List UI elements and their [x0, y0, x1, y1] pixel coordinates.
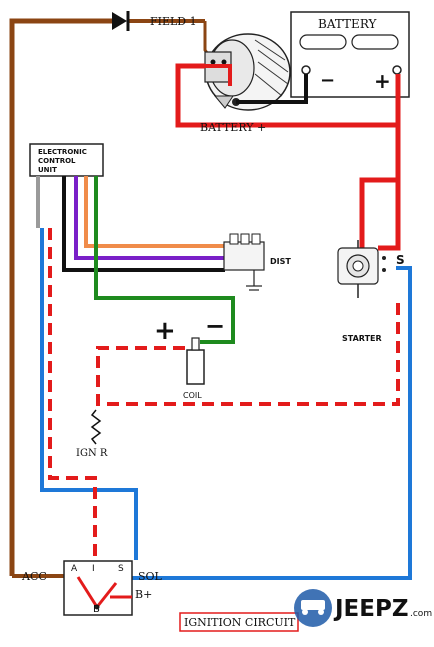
coil-minus-label: − [205, 312, 225, 340]
acc-label: ACC [21, 570, 47, 583]
battery-neg-terminal [301, 65, 311, 75]
ecu-green-wire [94, 176, 235, 344]
diode-icon [112, 11, 130, 31]
battery-to-starter-wire-2 [378, 180, 401, 251]
starter-solenoid-icon [337, 240, 386, 298]
battery-pos-terminal [392, 65, 402, 75]
sol-label: SOL [138, 570, 163, 583]
battery-pos-label: + [374, 69, 391, 93]
ign-r-label: IGN R [76, 448, 108, 459]
battery-to-starter-wire [359, 74, 401, 248]
switch-b-label: B [93, 604, 100, 615]
battery-label: BATTERY [318, 17, 377, 31]
alternator-output-wire-2 [178, 64, 232, 86]
coil-icon [186, 337, 205, 385]
battery-cap-left [299, 34, 347, 50]
battery-plus-label: BATTERY + [200, 121, 266, 134]
ecu-purple-wire [74, 176, 225, 260]
dist-label: DIST [270, 257, 291, 266]
ign-resistor-dashed-wire [48, 228, 97, 565]
ecu-orange-wire [84, 176, 225, 248]
starter-s-label: S [396, 253, 405, 267]
coil-dashed-loop [96, 298, 400, 406]
starter-label: STARTER [342, 334, 382, 343]
switch-i-label: I [92, 564, 95, 574]
ecu-blue-wire [40, 228, 138, 560]
ecu-label-3: UNIT [38, 166, 57, 174]
switch-a-label: A [71, 564, 78, 574]
starter-sol-wire [132, 266, 412, 580]
battery-neg-label: − [320, 70, 335, 91]
field-wire [9, 18, 112, 576]
watermark-suffix: .com [410, 609, 432, 619]
b-plus-label: B+ [135, 588, 152, 601]
coil-label: COIL [183, 391, 202, 400]
battery-cap-right [351, 34, 399, 50]
distributor-icon [223, 233, 265, 291]
coil-plus-label: + [154, 316, 176, 346]
battery-ground-wire [236, 74, 308, 104]
jeepz-logo: JEEPZ .com [294, 589, 432, 627]
ecu-box [29, 143, 104, 177]
alternator-icon [204, 33, 291, 111]
battery-box [290, 11, 410, 98]
ecu-label-1: ELECTRONIC [38, 148, 87, 156]
ignition-switch-icon [63, 560, 133, 616]
caption: IGNITION CIRCUIT [184, 616, 296, 629]
watermark-text: JEEPZ [333, 596, 409, 622]
resistor-icon [90, 409, 102, 445]
field1-label: FIELD 1 [150, 15, 197, 28]
ecu-label-2: CONTROL [38, 157, 76, 165]
ecu-black-wire [62, 176, 225, 272]
caption-box [179, 612, 299, 632]
switch-s-label: S [118, 564, 124, 574]
